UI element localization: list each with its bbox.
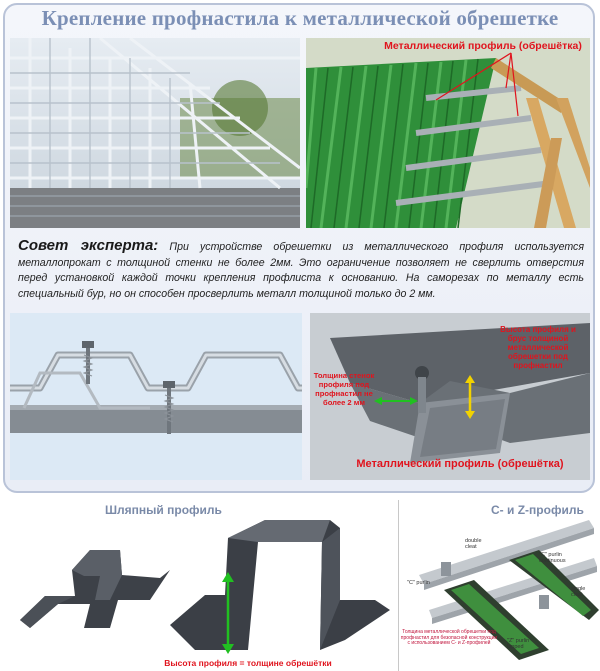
profile-labelled-illustration <box>310 313 590 480</box>
photo-steel-frame <box>10 38 300 228</box>
screw-icon <box>163 381 175 434</box>
steel-frame-illustration <box>10 38 300 228</box>
screw-icon <box>415 366 429 413</box>
profile-section-diagram <box>10 313 302 480</box>
hat-profile-section: Шляпный профиль Высота профиля = толщине… <box>0 500 395 671</box>
single-cleat-label: single cleat <box>571 586 586 598</box>
height-label: Высота профиля и брус толщиной металличе… <box>500 325 576 370</box>
page-title: Крепление профнастила к металлической об… <box>41 6 559 30</box>
hat-profile-title: Шляпный профиль <box>105 503 222 517</box>
c-purlin-continuous-label: "C" purlin continuous <box>539 552 566 564</box>
profile-labelled-diagram: Высота профиля и брус толщиной металличе… <box>310 313 590 480</box>
hat-profile-label: Высота профиля = толщине обрешётки <box>164 658 332 668</box>
cz-profile-title: C- и Z-профиль <box>491 503 584 517</box>
c-purlin-label: "C" purlin <box>407 580 430 586</box>
double-cleat-label: double cleat <box>465 538 482 550</box>
metal-profile-label: Металлический профиль (обрешётка) <box>356 458 564 470</box>
expert-tip: Совет эксперта: При устройстве обрешетки… <box>18 238 584 302</box>
cz-profile-section: C- и Z-профиль double cleat "C" purlin c… <box>398 500 600 671</box>
green-roof-illustration <box>306 38 590 228</box>
expert-tip-text: При устройстве обрешетки из металлическо… <box>18 241 584 300</box>
hat-profile-illustration <box>20 520 390 654</box>
expert-tip-heading: Совет эксперта: <box>18 237 159 254</box>
profile-section-illustration <box>10 313 302 480</box>
thickness-label: Толщина стенок профиля под профнастил не… <box>313 371 375 407</box>
cz-profile-note: Толщина металлической обрешетки под проф… <box>400 629 498 646</box>
cz-profile-illustration <box>419 520 599 660</box>
screw-icon <box>82 341 94 384</box>
photo-green-roof: Металлический профиль (обрешётка) <box>306 38 590 228</box>
roof-profile-label: Металлический профиль (обрешётка) <box>384 40 582 52</box>
z-purlin-lapped-label: "Z" purlin lapped <box>507 638 530 650</box>
